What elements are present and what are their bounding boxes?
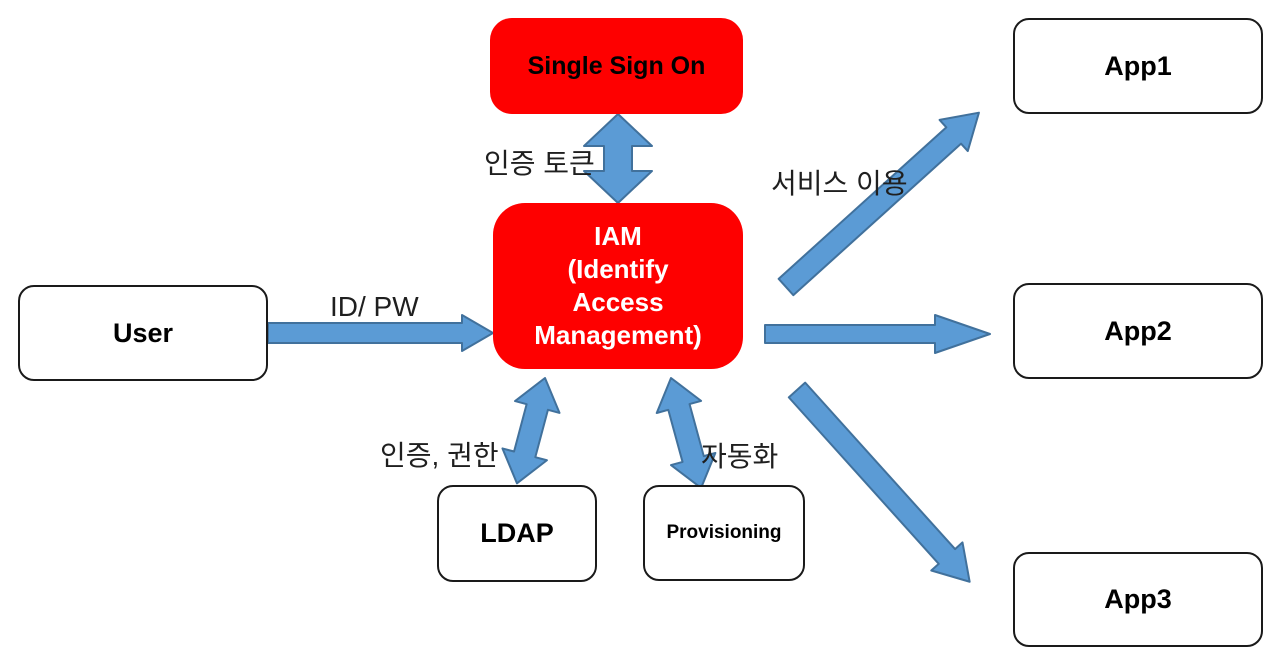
- node-app2-label: App2: [1104, 315, 1172, 346]
- node-app1: App1: [1013, 18, 1263, 114]
- node-app3-label: App3: [1104, 584, 1172, 614]
- arrow-user-iam: [267, 314, 494, 352]
- node-provisioning: Provisioning: [643, 485, 805, 581]
- node-app1-label: App1: [1104, 50, 1172, 81]
- arrow-iam-provisioning: [655, 377, 717, 489]
- arrow-iam-ldap: [501, 377, 561, 485]
- edge-label-automation: 자동화: [701, 441, 779, 472]
- node-provisioning-label: Provisioning: [666, 522, 782, 543]
- edge-label-auth-token: 인증 토큰: [484, 148, 595, 179]
- node-app3: App3: [1013, 552, 1263, 647]
- node-user: User: [18, 285, 268, 381]
- node-iam-label: IAM (Identify Access Management): [534, 221, 702, 350]
- arrow-iam-app3: [787, 381, 971, 583]
- arrow-iam-app1: [777, 111, 980, 297]
- edge-label-id-pw: ID/ PW: [330, 291, 419, 322]
- node-ldap-label: LDAP: [480, 518, 554, 548]
- node-single-sign-on-label: Single Sign On: [527, 51, 706, 80]
- edge-label-auth-perm: 인증, 권한: [380, 440, 499, 471]
- node-ldap: LDAP: [437, 485, 597, 582]
- node-single-sign-on: Single Sign On: [490, 18, 743, 114]
- node-user-label: User: [112, 317, 174, 348]
- node-app2: App2: [1013, 283, 1263, 379]
- arrow-iam-app2: [764, 314, 991, 354]
- node-iam: IAM (Identify Access Management): [493, 203, 743, 369]
- edge-label-service-use: 서비스 이용: [771, 168, 908, 199]
